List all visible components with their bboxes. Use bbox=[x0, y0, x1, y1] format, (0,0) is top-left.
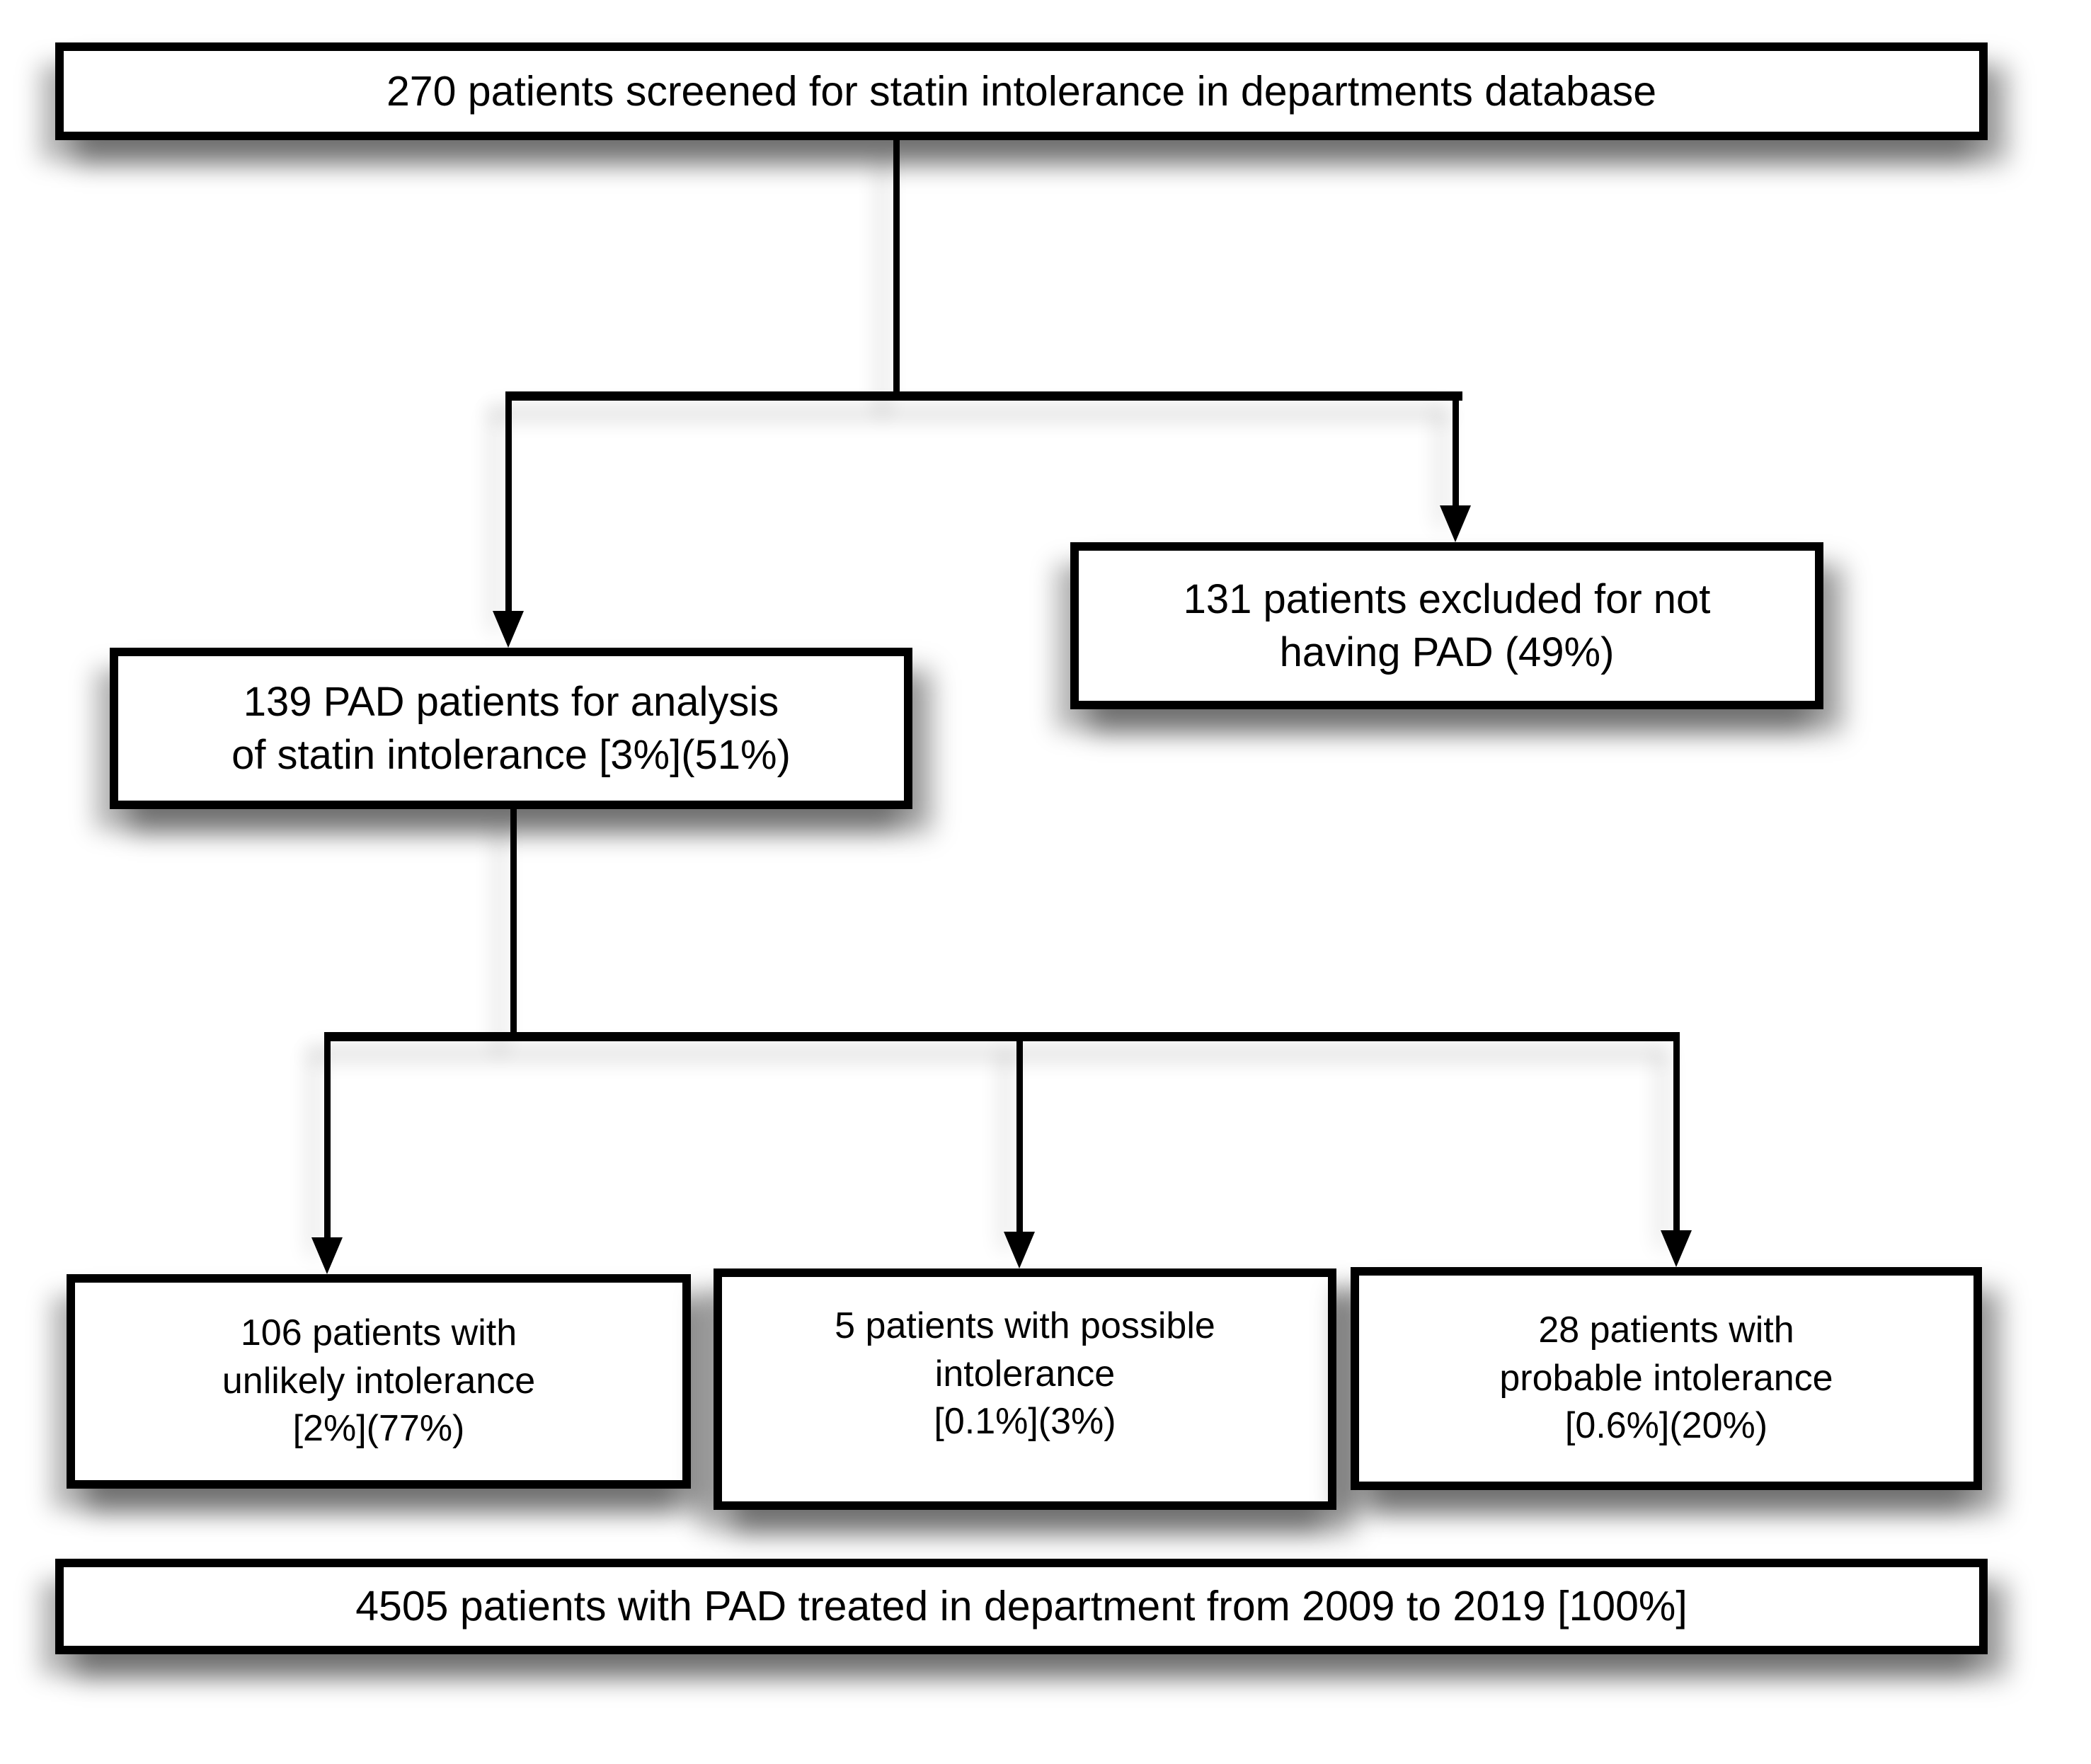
box-pad-analysis: 139 PAD patients for analysis of statin … bbox=[110, 648, 912, 809]
arrowhead-down-icon-unlikely bbox=[311, 1237, 343, 1274]
box-screened: 270 patients screened for statin intoler… bbox=[55, 42, 1988, 140]
box-excluded-line2: having PAD (49%) bbox=[1279, 629, 1615, 675]
connector-to-unlikely bbox=[324, 1032, 331, 1239]
connector-screened-down bbox=[893, 139, 900, 399]
connector-split-horizontal-2 bbox=[324, 1032, 1680, 1041]
box-possible-line3: [0.1%](3%) bbox=[934, 1401, 1116, 1443]
box-pad-analysis-line2: of statin intolerance [3%](51%) bbox=[231, 732, 791, 778]
box-unlikely-line1: 106 patients with bbox=[240, 1312, 517, 1354]
box-probable-line2: probable intolerance bbox=[1499, 1357, 1833, 1399]
connector-split-horizontal-1 bbox=[505, 391, 1462, 401]
arrowhead-down-icon-excluded bbox=[1440, 505, 1471, 542]
box-excluded: 131 patients excluded for not having PAD… bbox=[1070, 542, 1823, 709]
connector-to-possible bbox=[1016, 1032, 1023, 1233]
box-probable: 28 patients with probable intolerance [0… bbox=[1351, 1267, 1982, 1490]
connector-to-pad-analysis bbox=[505, 391, 512, 615]
connector-pad-analysis-down bbox=[510, 807, 517, 1037]
box-unlikely-line2: unlikely intolerance bbox=[222, 1360, 536, 1402]
box-total-text: 4505 patients with PAD treated in depart… bbox=[355, 1583, 1688, 1630]
box-probable-line3: [0.6%](20%) bbox=[1564, 1405, 1768, 1447]
box-unlikely: 106 patients with unlikely intolerance [… bbox=[67, 1274, 691, 1489]
connector-to-excluded bbox=[1453, 391, 1459, 510]
box-possible-line1: 5 patients with possible bbox=[835, 1305, 1215, 1346]
arrowhead-down-icon-probable bbox=[1661, 1230, 1692, 1267]
arrowhead-down-icon-pad-analysis bbox=[493, 611, 524, 648]
box-possible: 5 patients with possible intolerance [0.… bbox=[714, 1268, 1336, 1510]
connector-to-probable bbox=[1673, 1032, 1680, 1232]
box-unlikely-line3: [2%](77%) bbox=[292, 1408, 465, 1450]
box-excluded-line1: 131 patients excluded for not bbox=[1183, 575, 1711, 622]
box-total: 4505 patients with PAD treated in depart… bbox=[55, 1559, 1988, 1654]
box-screened-text: 270 patients screened for statin intoler… bbox=[386, 67, 1657, 115]
box-possible-line2: intolerance bbox=[934, 1353, 1116, 1394]
box-probable-line1: 28 patients with bbox=[1538, 1310, 1794, 1351]
box-pad-analysis-line1: 139 PAD patients for analysis bbox=[243, 678, 779, 725]
arrowhead-down-icon-possible bbox=[1004, 1232, 1035, 1268]
